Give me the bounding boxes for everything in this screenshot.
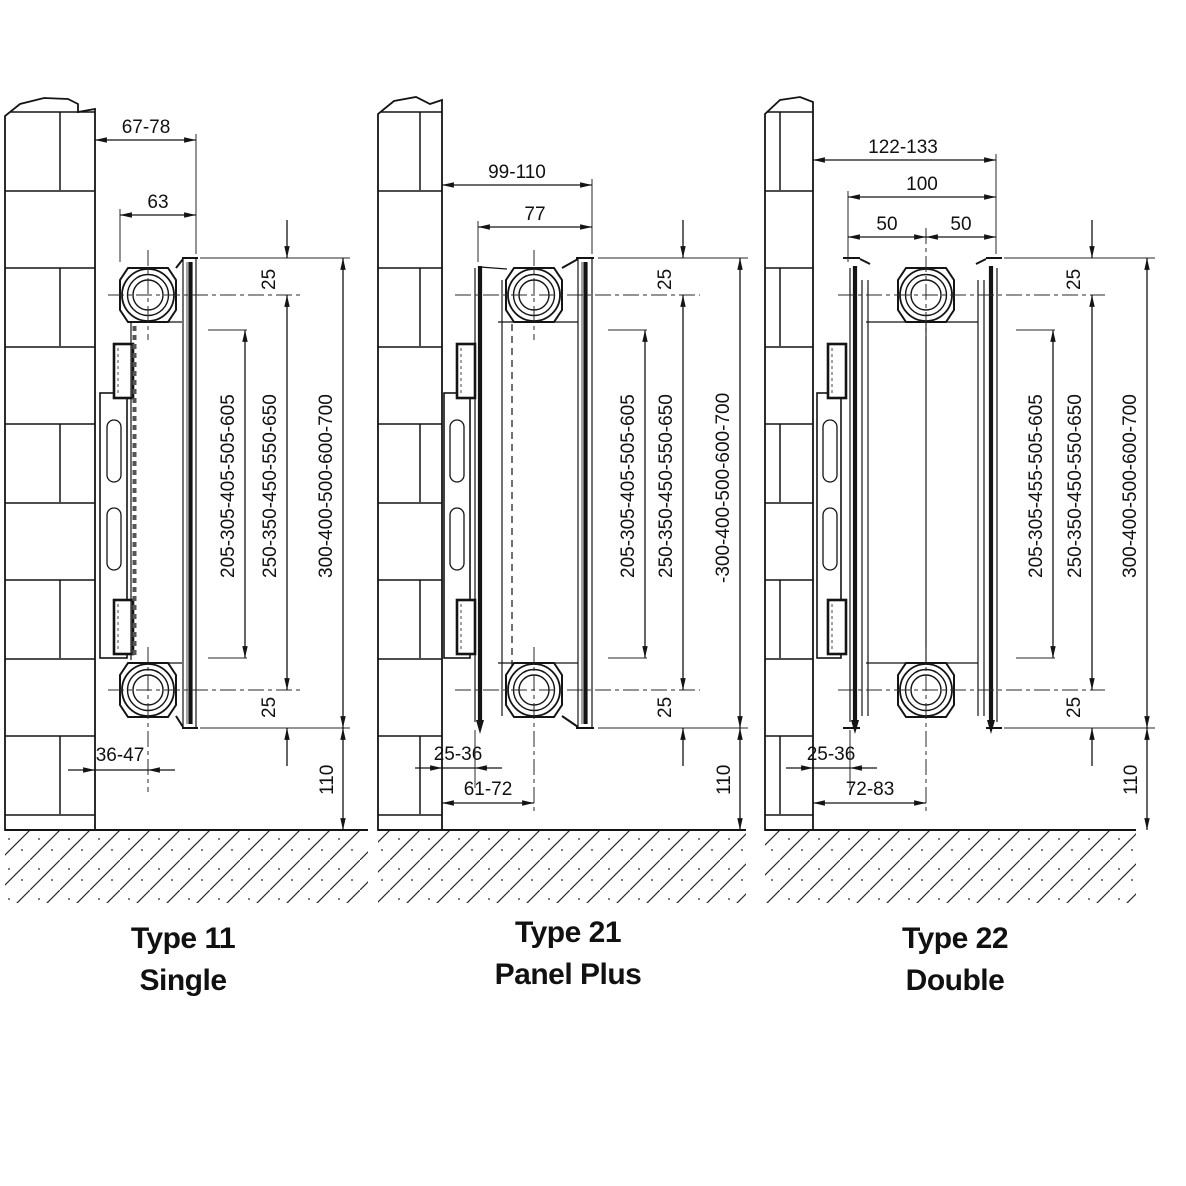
wall-section	[4, 97, 96, 831]
dim-bottom-offset: 25	[259, 697, 280, 718]
dimensions: 67-78 63 25 250-350-450-550-650 205-305-…	[68, 117, 350, 830]
dim-wall-to-pipe: 36-47	[96, 745, 145, 766]
panel-subtitle: Single	[139, 964, 226, 997]
panel-type11: 67-78 63 25 250-350-450-550-650 205-305-…	[4, 97, 368, 997]
dim-depth-right: 50	[950, 214, 971, 235]
dim-pipe-centres: 250-350-450-550-650	[1065, 394, 1086, 578]
dim-wall-to-front: 99-110	[488, 162, 546, 183]
dim-top-offset: 25	[655, 269, 676, 290]
dim-tapping-centres: 205-305-455-505-605	[1026, 394, 1047, 578]
dim-overall-heights: -300-400-500-600-700	[713, 393, 734, 583]
radiator-body	[455, 250, 700, 812]
dim-pipe-centres: 250-350-450-550-650	[260, 394, 281, 578]
radiator-body	[838, 228, 1105, 812]
wall-bracket	[816, 342, 848, 659]
dim-wall-to-pipe: 72-83	[846, 779, 895, 800]
floor-section	[378, 829, 746, 903]
dim-wall-to-back: 25-36	[434, 744, 483, 765]
dim-overall-heights: 300-400-500-600-700	[316, 394, 337, 578]
wall-bracket	[443, 342, 477, 659]
dim-overall-heights: 300-400-500-600-700	[1120, 394, 1141, 578]
panel-type21: 99-110 77 25 250-350-450-550-650 205-305…	[377, 96, 748, 991]
dim-top-offset: 25	[259, 269, 280, 290]
dim-wall-to-pipe: 61-72	[464, 779, 513, 800]
panel-title: Type 22	[902, 922, 1008, 955]
panel-title: Type 21	[515, 916, 621, 949]
floor-section	[5, 829, 368, 903]
dim-floor-clearance: 110	[714, 765, 735, 795]
dim-depth-left: 50	[876, 214, 897, 235]
dim-bottom-offset: 25	[1064, 697, 1085, 718]
back-panel-tip	[476, 720, 484, 734]
floor-hatch	[765, 831, 1136, 903]
wall-section	[764, 96, 814, 831]
dim-wall-to-front: 67-78	[122, 117, 171, 138]
dim-tapping-centres: 205-305-405-505-605	[618, 394, 639, 578]
dim-wall-to-back: 25-36	[807, 744, 856, 765]
dim-floor-clearance: 110	[1121, 765, 1142, 795]
dim-depth: 100	[906, 174, 938, 195]
dim-depth: 63	[147, 192, 168, 213]
dim-wall-to-front: 122-133	[868, 137, 938, 158]
wall-section	[377, 96, 443, 831]
panel-subtitle: Panel Plus	[495, 958, 642, 991]
dimensions: 122-133 100 50 50 25 250-350-450-550-650…	[786, 137, 1155, 830]
dim-bottom-offset: 25	[655, 697, 676, 718]
panel-type22: 122-133 100 50 50 25 250-350-450-550-650…	[764, 96, 1155, 997]
dim-top-offset: 25	[1064, 269, 1085, 290]
dim-floor-clearance: 110	[317, 765, 338, 795]
panel-title: Type 11	[131, 922, 235, 955]
dim-tapping-centres: 205-305-405-505-605	[218, 394, 239, 578]
brick-wall	[377, 96, 443, 831]
floor-hatch	[378, 831, 746, 903]
dim-depth: 77	[524, 204, 545, 225]
brick-wall	[764, 96, 814, 831]
brick-wall	[4, 97, 96, 831]
floor-section	[765, 829, 1136, 903]
radiator-body	[108, 250, 300, 792]
floor-hatch	[5, 831, 368, 903]
wall-bracket	[99, 342, 135, 659]
panel-subtitle: Double	[906, 964, 1005, 997]
dim-pipe-centres: 250-350-450-550-650	[656, 394, 677, 578]
dimensions: 99-110 77 25 250-350-450-550-650 205-305…	[415, 162, 748, 830]
